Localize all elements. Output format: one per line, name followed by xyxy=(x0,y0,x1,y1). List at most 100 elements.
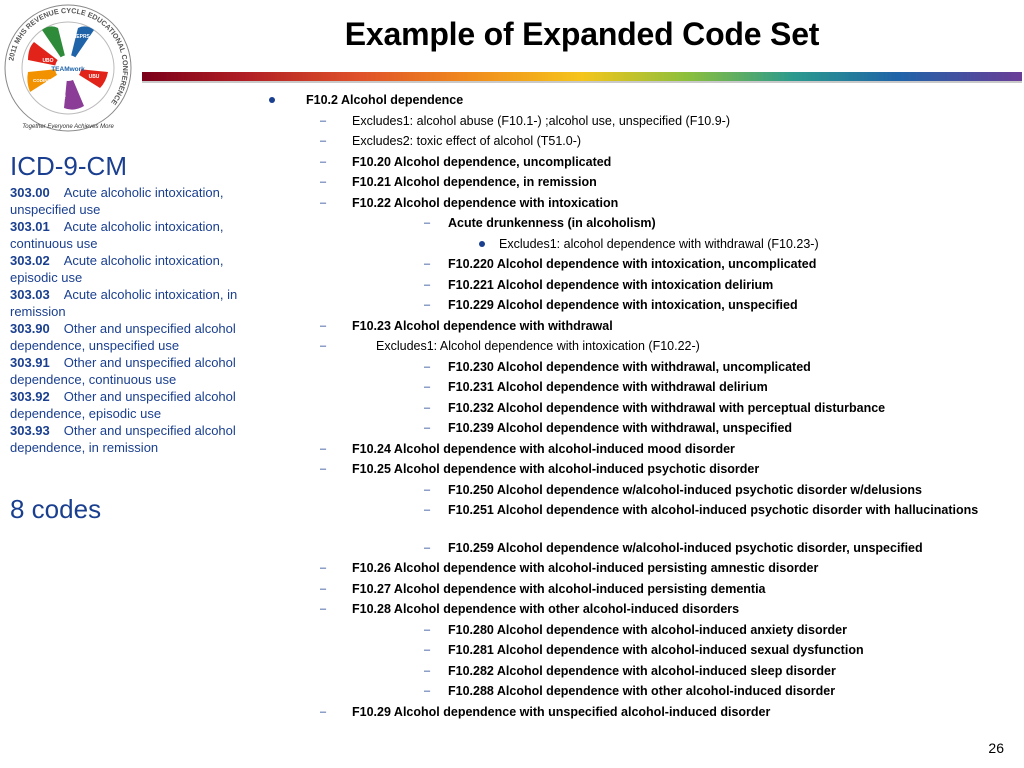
dash-bullet: – xyxy=(320,320,327,332)
dash-bullet: – xyxy=(320,463,327,475)
outline-item: F10.26 Alcohol dependence with alcohol-i… xyxy=(352,561,819,575)
outline-item: F10.220 Alcohol dependence with intoxica… xyxy=(448,257,817,271)
icd9-code: 303.02 xyxy=(10,253,50,268)
icd9-code: 303.93 xyxy=(10,423,50,438)
icd9-description: Other and unspecified alcohol dependence… xyxy=(10,321,236,353)
outline-item: F10.281 Alcohol dependence with alcohol-… xyxy=(448,643,864,657)
bullet-dot xyxy=(269,97,275,103)
icd9-description: Other and unspecified alcohol dependence… xyxy=(10,355,236,387)
dash-bullet: – xyxy=(320,443,327,455)
logo-center-text: TEAMwork xyxy=(51,66,85,73)
icd9-code: 303.01 xyxy=(10,219,50,234)
dash-bullet: – xyxy=(424,217,431,229)
icd9-code: 303.91 xyxy=(10,355,50,370)
logo-motto: Together Everyone Achieves More xyxy=(22,124,114,130)
dash-bullet: – xyxy=(424,665,431,677)
dash-bullet: – xyxy=(424,685,431,697)
outline-item: Excludes1: alcohol abuse (F10.1-) ;alcoh… xyxy=(352,114,730,128)
icd9-code: 303.03 xyxy=(10,287,50,302)
outline-item: F10.24 Alcohol dependence with alcohol-i… xyxy=(352,442,735,456)
outline-item: F10.221 Alcohol dependence with intoxica… xyxy=(448,278,774,292)
outline-item: F10.280 Alcohol dependence with alcohol-… xyxy=(448,623,847,637)
dash-bullet: – xyxy=(424,279,431,291)
slide-title: Example of Expanded Code Set xyxy=(344,16,820,52)
outline-item: F10.29 Alcohol dependence with unspecifi… xyxy=(352,705,771,719)
outline-item: F10.20 Alcohol dependence, uncomplicated xyxy=(352,155,612,169)
outline-item: F10.282 Alcohol dependence with alcohol-… xyxy=(448,664,836,678)
conference-logo: 2011 MHS REVENUE CYCLE EDUCATIONAL CONFE… xyxy=(4,4,132,132)
outline-item: Excludes1: Alcohol dependence with intox… xyxy=(376,339,700,353)
outline-item: F10.239 Alcohol dependence with withdraw… xyxy=(448,421,793,435)
dash-bullet: – xyxy=(424,361,431,373)
icd9-description: Other and unspecified alcohol dependence… xyxy=(10,389,236,421)
outline-item: F10.2 Alcohol dependence xyxy=(306,93,464,107)
svg-text:DQ: DQ xyxy=(58,94,66,100)
outline-item: F10.229 Alcohol dependence with intoxica… xyxy=(448,298,798,312)
outline-item: F10.22 Alcohol dependence with intoxicat… xyxy=(352,196,619,210)
outline-item: F10.251 Alcohol dependence with alcohol-… xyxy=(448,503,979,517)
icd9-description: Acute alcoholic intoxication, unspecifie… xyxy=(10,185,224,217)
dash-bullet: – xyxy=(320,706,327,718)
icd9-code: 303.00 xyxy=(10,185,50,200)
outline-item: F10.28 Alcohol dependence with other alc… xyxy=(352,602,740,616)
outline-item: F10.27 Alcohol dependence with alcohol-i… xyxy=(352,582,766,596)
outline-item: Excludes1: alcohol dependence with withd… xyxy=(499,237,819,251)
bullet-dot xyxy=(479,241,485,247)
dash-bullet: – xyxy=(424,484,431,496)
code-count: 8 codes xyxy=(10,494,102,524)
dash-bullet: – xyxy=(320,115,327,127)
outline-item: F10.230 Alcohol dependence with withdraw… xyxy=(448,360,811,374)
icd9-heading: ICD-9-CM xyxy=(10,151,127,181)
title-rule xyxy=(142,72,1022,81)
dash-bullet: – xyxy=(424,258,431,270)
icd9-code: 303.92 xyxy=(10,389,50,404)
dash-bullet: – xyxy=(424,644,431,656)
dash-bullet: – xyxy=(424,542,431,554)
outline-item: F10.232 Alcohol dependence with withdraw… xyxy=(448,401,886,415)
outline-item: Excludes2: toxic effect of alcohol (T51.… xyxy=(352,134,582,148)
dash-bullet: – xyxy=(320,603,327,615)
dash-bullet: – xyxy=(424,504,431,516)
dash-bullet: – xyxy=(424,422,431,434)
dash-bullet: – xyxy=(320,562,327,574)
dash-bullet: – xyxy=(320,583,327,595)
svg-text:UBO: UBO xyxy=(42,58,53,64)
outline-item: Acute drunkenness (in alcoholism) xyxy=(448,216,656,230)
dash-bullet: – xyxy=(424,624,431,636)
outline-item: F10.250 Alcohol dependence w/alcohol-ind… xyxy=(448,483,922,497)
dash-bullet: – xyxy=(424,381,431,393)
dash-bullet: – xyxy=(320,176,327,188)
outline-item: F10.259 Alcohol dependence w/alcohol-ind… xyxy=(448,541,923,555)
icd9-description: Acute alcoholic intoxication, continuous… xyxy=(10,219,224,251)
icd9-code: 303.90 xyxy=(10,321,50,336)
dash-bullet: – xyxy=(320,340,327,352)
dash-bullet: – xyxy=(320,197,327,209)
outline-item: F10.231 Alcohol dependence with withdraw… xyxy=(448,380,768,394)
dash-bullet: – xyxy=(320,135,327,147)
outline-item: F10.23 Alcohol dependence with withdrawa… xyxy=(352,319,613,333)
svg-text:UBU: UBU xyxy=(89,74,100,80)
dash-bullet: – xyxy=(424,402,431,414)
dash-bullet: – xyxy=(424,299,431,311)
outline-item: F10.288 Alcohol dependence with other al… xyxy=(448,684,836,698)
icd9-description: Acute alcoholic intoxication, in remissi… xyxy=(10,287,238,319)
icd9-description: Other and unspecified alcohol dependence… xyxy=(10,423,236,455)
dash-bullet: – xyxy=(320,156,327,168)
icd9-description: Acute alcoholic intoxication, episodic u… xyxy=(10,253,224,285)
title-rule-shadow xyxy=(142,81,1022,83)
page-number: 26 xyxy=(988,740,1004,756)
outline-item: F10.21 Alcohol dependence, in remission xyxy=(352,175,597,189)
svg-text:MEPRS: MEPRS xyxy=(72,34,90,40)
outline-item: F10.25 Alcohol dependence with alcohol-i… xyxy=(352,462,760,476)
